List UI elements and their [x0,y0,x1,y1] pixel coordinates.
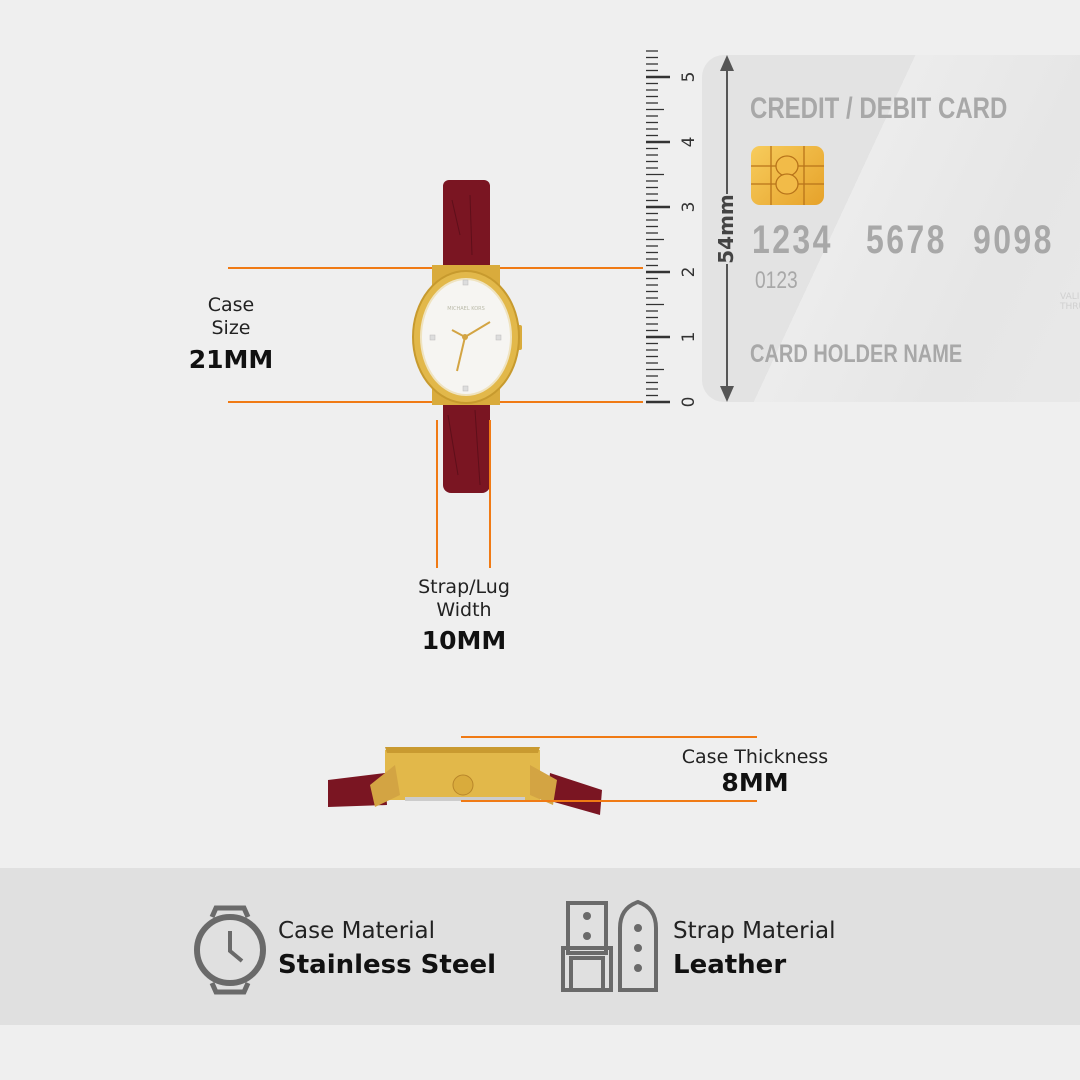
ruler-label: 1 [679,332,699,343]
strap-left-guide [436,420,438,568]
ruler-label: 5 [679,72,699,83]
watch-side-image [328,747,602,815]
case-material-value: Stainless Steel [278,950,497,980]
materials-band [0,868,1080,1025]
thickness-bottom-guide [461,800,757,802]
card-small-number: 0123 [755,267,798,294]
card-title: CREDIT / DEBIT CARD [750,92,1008,125]
card-number-2: 5678 [866,218,947,262]
ruler-label: 2 [679,267,699,278]
thickness-label: Case Thickness [681,746,829,768]
strap-material-label: Strap Material [673,918,836,944]
card-height-label: 54mm [714,194,740,264]
card-holder: CARD HOLDER NAME [750,340,963,368]
strap-icon [561,899,658,992]
card-valid-thru: VALID THRU [1060,292,1080,312]
strap-width-label-2: Width [436,599,492,621]
case-size-value: 21MM [188,345,274,374]
case-size-label-1: Case [207,294,255,316]
svg-text:MICHAEL KORS: MICHAEL KORS [447,306,485,312]
thickness-top-guide [461,736,757,738]
watch-icon [194,905,266,995]
watch-front-image: MICHAEL KORS [412,180,522,493]
ruler-label: 0 [679,397,699,408]
thickness-value: 8MM [721,768,789,797]
strap-width-label-1: Strap/Lug [418,576,510,598]
strap-material-value: Leather [673,950,787,980]
case-material-label: Case Material [278,918,436,944]
ruler: 0 1 2 3 4 5 [646,50,699,408]
card-number-3: 9098 [973,218,1054,262]
strap-right-guide [489,420,491,568]
ruler-label: 4 [679,137,699,148]
ruler-label: 3 [679,202,699,213]
strap-width-value: 10MM [421,626,507,655]
card-number-1: 1234 [752,218,833,262]
chip-icon [751,146,824,205]
case-size-label-2: Size [211,317,251,339]
credit-card-reference [702,55,1080,402]
